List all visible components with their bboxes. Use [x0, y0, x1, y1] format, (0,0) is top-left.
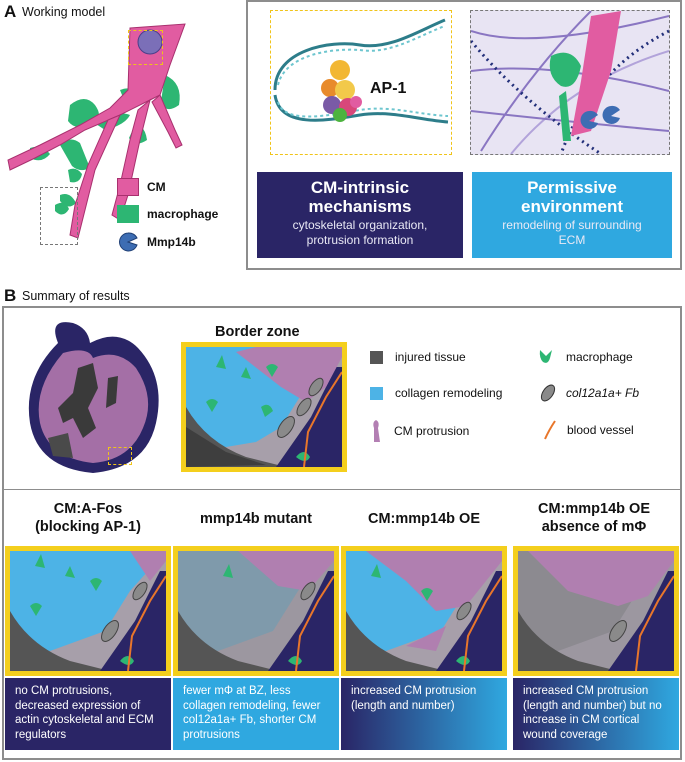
condition-2-header: mmp14b mutant	[173, 510, 339, 528]
blood-vessel-icon	[544, 420, 556, 440]
condition-4-summary-box: increased CM protrusion (length and numb…	[513, 678, 679, 750]
legend-b-macrophage: macrophage	[538, 348, 633, 366]
legend-a-mmp14b: Mmp14b	[117, 232, 196, 252]
cm-protrusion-icon	[373, 420, 380, 442]
legend-b-cm-protrusion-label: CM protrusion	[394, 424, 470, 438]
condition-2-diagram	[173, 546, 339, 676]
panel-a-title: Working model	[22, 5, 106, 19]
permissive-environment-box: Permissive environment remodeling of sur…	[472, 172, 672, 258]
border-zone-drawing	[186, 347, 342, 467]
panel-b-divider	[3, 489, 681, 490]
condition-1-summary: no CM protrusions, decreased expression …	[15, 685, 154, 741]
condition-3-summary-box: increased CM protrusion (length and numb…	[341, 678, 507, 750]
condition-1-drawing	[10, 551, 166, 671]
condition-3-title: CM:mmp14b OE	[368, 511, 480, 527]
legend-a-cm-label: CM	[147, 180, 166, 194]
panel-b-title: Summary of results	[22, 289, 130, 303]
protrusion-tip-box	[40, 187, 78, 245]
legend-b-collagen-label: collagen remodeling	[395, 386, 503, 400]
condition-4-title: CM:mmp14b OE	[538, 501, 650, 517]
legend-b-cm-protrusion: CM protrusion	[368, 420, 469, 442]
condition-4-diagram	[513, 546, 679, 676]
panel-b-letter: B	[4, 286, 17, 305]
condition-1-diagram	[5, 546, 171, 676]
condition-3-drawing	[346, 551, 502, 671]
fibroblast-icon	[540, 384, 556, 402]
nucleus-highlight-box	[128, 30, 163, 65]
condition-4-subtitle: absence of mΦ	[541, 519, 647, 535]
condition-3-diagram	[341, 546, 507, 676]
cm-intrinsic-subtitle: cytoskeletal organization, protrusion fo…	[292, 218, 428, 247]
legend-a-mmp14b-label: Mmp14b	[147, 235, 196, 249]
border-zone-diagram	[181, 342, 347, 472]
condition-2-summary: fewer mΦ at BZ, less collagen remodeling…	[183, 685, 321, 741]
condition-1-title: CM:A-Fos	[53, 501, 123, 517]
cm-swatch	[117, 178, 139, 196]
legend-b-macrophage-label: macrophage	[566, 350, 633, 364]
macrophage-swatch	[117, 205, 139, 223]
condition-1-summary-box: no CM protrusions, decreased expression …	[5, 678, 171, 750]
legend-b-injured-tissue-label: injured tissue	[395, 350, 466, 364]
ecm-illustration	[471, 11, 669, 154]
cm-intrinsic-title: CM-intrinsic mechanisms	[308, 178, 412, 216]
cm-cell-illustration	[7, 23, 186, 239]
condition-2-drawing	[178, 551, 334, 671]
legend-b-fibroblast-label: col12a1a+ Fb	[566, 386, 640, 400]
condition-3-header: CM:mmp14b OE	[341, 510, 507, 528]
dna-ap1-illustration	[273, 18, 449, 124]
legend-a-macrophage-label: macrophage	[147, 207, 219, 221]
permissive-environment-subtitle: remodeling of surrounding ECM	[502, 218, 642, 247]
legend-b-collagen: collagen remodeling	[370, 386, 502, 400]
permissive-environment-title: Permissive environment	[520, 178, 624, 216]
heart-border-zone-box	[108, 447, 132, 465]
injured-tissue-swatch	[370, 350, 383, 364]
cm-intrinsic-box: CM-intrinsic mechanisms cytoskeletal org…	[257, 172, 463, 258]
heart-illustration	[28, 322, 159, 473]
panel-b-frame	[2, 306, 682, 760]
legend-b-fibroblast: col12a1a+ Fb	[540, 383, 639, 403]
condition-1-header: CM:A-Fos (blocking AP-1)	[5, 500, 171, 536]
legend-a-cm: CM	[117, 178, 166, 196]
condition-2-title: mmp14b mutant	[200, 511, 312, 527]
panel-a-mechanisms-frame	[246, 0, 682, 270]
macrophage-icon	[539, 350, 552, 363]
collagen-swatch	[370, 386, 383, 400]
condition-4-drawing	[518, 551, 674, 671]
legend-b-injured-tissue: injured tissue	[370, 350, 466, 364]
legend-b-blood-vessel: blood vessel	[543, 420, 634, 440]
condition-3-summary: increased CM protrusion (length and numb…	[351, 685, 477, 712]
legend-a-macrophage: macrophage	[117, 205, 218, 223]
legend-b-blood-vessel-label: blood vessel	[567, 423, 634, 437]
ap1-dna-box	[270, 10, 452, 155]
condition-4-header: CM:mmp14b OE absence of mΦ	[509, 500, 679, 536]
border-zone-title: Border zone	[215, 324, 300, 340]
condition-1-subtitle: (blocking AP-1)	[35, 519, 141, 535]
condition-2-summary-box: fewer mΦ at BZ, less collagen remodeling…	[173, 678, 339, 750]
mmp14b-icon	[119, 232, 138, 252]
ap1-label: AP-1	[370, 80, 407, 97]
condition-4-summary: increased CM protrusion (length and numb…	[523, 685, 662, 741]
panel-a-letter: A	[4, 2, 17, 21]
